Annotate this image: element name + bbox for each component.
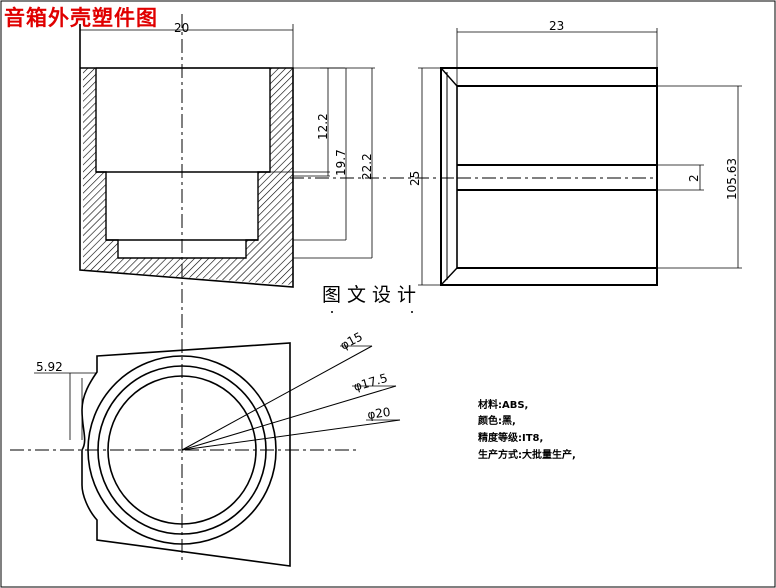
note-production: 生产方式:大批量生产, [478, 448, 576, 461]
dim-side-width: 23 [549, 19, 564, 33]
dim-top-width: 20 [174, 21, 189, 35]
inner-cavity-outline [95, 68, 271, 259]
dim-slot-position: 105.63 [725, 158, 739, 200]
drawing-caption: 图文设计 [322, 284, 422, 306]
note-precision: 精度等级:IT8, [478, 431, 543, 444]
technical-notes: 材料:ABS, 颜色:黑, 精度等级:IT8, 生产方式:大批量生产, [478, 398, 576, 461]
note-color: 颜色:黑, [478, 414, 516, 427]
dim-edge-offset: 5.92 [36, 360, 63, 374]
dim-side-height: 25 [408, 171, 422, 186]
dim-depth-mid: 19.7 [334, 149, 348, 176]
dim-diameter-mid: φ17.5 [352, 371, 389, 394]
note-material: 材料:ABS, [478, 398, 528, 411]
dim-diameter-small: φ15 [338, 329, 365, 352]
wall-section-hatch [83, 68, 293, 285]
top-view [10, 342, 401, 567]
dim-diameter-large: φ20 [366, 405, 391, 422]
dim-depth-inner: 12.2 [316, 113, 330, 140]
front-section-view [79, 14, 375, 560]
side-outline [440, 67, 658, 286]
dim-depth-total: 22.2 [360, 153, 374, 180]
top-outline [81, 342, 291, 567]
side-view [418, 28, 742, 286]
dim-slot-width: 2 [687, 174, 701, 182]
